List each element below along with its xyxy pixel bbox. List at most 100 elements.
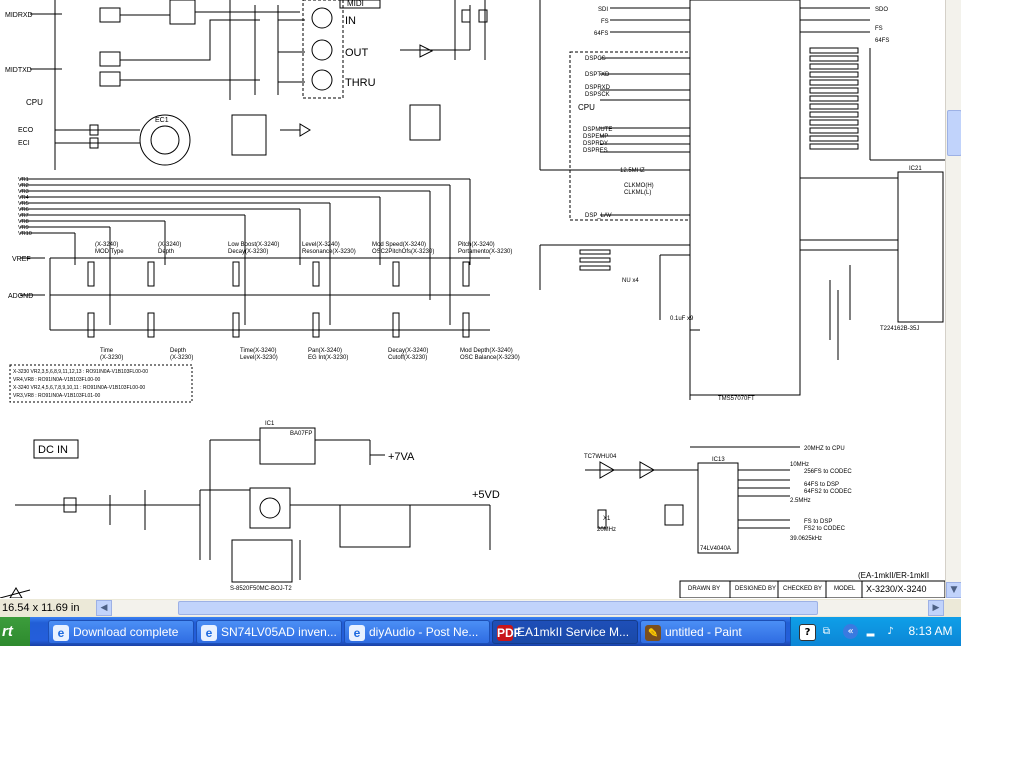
- label-64fs: 64FS: [594, 31, 608, 37]
- label-64fs-out: 64FS: [875, 38, 889, 44]
- schematic-drawing: MIDRXD MIDTXD IN OUT THRU MIDI CPU ECO E…: [0, 0, 945, 598]
- scroll-left-icon[interactable]: ◀: [96, 600, 112, 616]
- start-button[interactable]: rt: [0, 617, 30, 646]
- label-adgnd: ADGND: [8, 293, 33, 300]
- label-nu-x4: NU x4: [622, 278, 639, 284]
- label-ic13: IC13: [712, 457, 725, 463]
- label-25mhz: 2.5MHz: [790, 498, 811, 504]
- vr-bus-label: VR6: [18, 207, 29, 213]
- label-eco: ECO: [18, 127, 34, 134]
- vertical-scroll-thumb[interactable]: [947, 110, 962, 156]
- clock[interactable]: 8:13 AM: [908, 624, 953, 638]
- task-label: SN74LV05AD inven...: [221, 625, 337, 639]
- horizontal-scrollbar[interactable]: [112, 600, 928, 616]
- vr-bus-label: VR4: [18, 195, 29, 201]
- display-icon[interactable]: ⧉: [822, 626, 831, 637]
- ie-icon: e: [349, 624, 365, 641]
- label-dsprdy: DSPRDY: [583, 141, 608, 147]
- label-ic13-part: 74LV4040A: [700, 546, 731, 552]
- label-to-dsp2: FS to DSP: [804, 519, 832, 525]
- label-dspemp: DSPEMP: [583, 134, 608, 140]
- task-ea1mkii-service[interactable]: PDFEA1mkII Service M...: [492, 620, 638, 644]
- schematic-canvas[interactable]: MIDRXD MIDTXD IN OUT THRU MIDI CPU ECO E…: [0, 0, 945, 598]
- label-x1: X1: [603, 516, 611, 522]
- pot-bottom-title: Mod Depth(X-3240): [460, 348, 513, 354]
- label-sdo: SDO: [875, 7, 888, 13]
- potentiometer-notes: X-3230 VR2,3,5,6,8,9,11,12,13 : RO91IN0A…: [13, 369, 148, 399]
- task-label: diyAudio - Post Ne...: [369, 625, 479, 639]
- vertical-scrollbar[interactable]: ▼: [945, 0, 962, 598]
- chevron-left-icon[interactable]: «: [843, 624, 858, 639]
- label-vref: VREF: [12, 256, 31, 263]
- label-title-corner: (EA-1mkII/ER-1mkII: [858, 571, 929, 580]
- title-checked-by: CHECKED BY: [783, 586, 822, 592]
- label-to-dsp1: 64FS to DSP: [804, 482, 839, 488]
- label-dspres: DSPRES: [583, 148, 608, 154]
- label-dspcs: DSPCS: [585, 56, 606, 62]
- pot-title: Pitch(X-3240): [458, 242, 495, 248]
- label-tc7: TC7WHU04: [584, 454, 617, 460]
- horizontal-scroll-thumb[interactable]: [178, 601, 818, 615]
- task-untitled-paint[interactable]: ✎untitled - Paint: [640, 620, 786, 644]
- title-model-value: X-3230/X-3240: [866, 584, 927, 594]
- vr-bus-label: VR9: [18, 225, 29, 231]
- help-icon[interactable]: ?: [799, 624, 816, 641]
- label-midrxd: MIDRXD: [5, 12, 33, 19]
- task-label: Download complete: [73, 625, 179, 639]
- label-to-cpu: 20MHZ to CPU: [804, 446, 845, 452]
- title-model: MODEL: [834, 586, 856, 592]
- label-to-codec2: 64FS2 to CODEC: [804, 489, 852, 495]
- signal-icon[interactable]: ▂: [866, 626, 875, 637]
- label-fs: FS: [601, 19, 609, 25]
- pot-bottom-title: Time(X-3240): [240, 348, 276, 354]
- label-clkml: CLKML(L): [624, 190, 651, 196]
- page-dimensions: 16.54 x 11.69 in: [2, 602, 80, 614]
- pot-bottom-title: Decay(X-3240): [388, 348, 428, 354]
- scroll-right-icon[interactable]: ▶: [928, 600, 944, 616]
- label-dc-in: DC IN: [38, 444, 68, 456]
- volume-icon[interactable]: ♪: [887, 626, 894, 637]
- label-cpu-right: CPU: [578, 103, 595, 112]
- title-drawn-by: DRAWN BY: [688, 586, 720, 592]
- label-out: OUT: [345, 47, 369, 59]
- label-midi: MIDI: [347, 0, 364, 8]
- pot-title: (X-3240): [95, 242, 118, 248]
- label-in: IN: [345, 15, 356, 27]
- task-download-complete[interactable]: e Download complete: [48, 620, 194, 644]
- pot-subtitle: OSC2PitchOfs(X-3230): [372, 249, 434, 255]
- vr-bus-label: VR8: [18, 219, 29, 225]
- ie-icon: e: [53, 624, 69, 641]
- pot-subtitle: Resonance(X-3230): [302, 249, 356, 255]
- label-t224: T224162B-35J: [880, 326, 919, 332]
- pot-bottom-subtitle: (X-3230): [170, 355, 193, 361]
- label-tms: TMS57070FT: [718, 396, 755, 402]
- label-dsp-lav: DSP_LAV: [585, 213, 612, 219]
- vr-bus-label: VR10: [18, 231, 32, 237]
- pdf-icon: PDF: [497, 624, 521, 641]
- pot-bottom-subtitle: OSC Balance(X-3230): [460, 355, 520, 361]
- label-10mhz: 10MHz: [790, 462, 809, 468]
- scroll-down-icon[interactable]: ▼: [946, 582, 962, 598]
- pot-subtitle: MOD Type: [95, 249, 124, 255]
- pot-bottom-labels: Time(X-3230)Depth(X-3230)Time(X-3240)Lev…: [100, 348, 520, 361]
- vr-bus-label: VR1: [18, 177, 29, 183]
- label-ic1: IC1: [265, 421, 275, 427]
- label-20mhz: 20MHz: [597, 527, 616, 533]
- label-dspsck: DSPSCK: [585, 92, 610, 98]
- pot-bottom-title: Depth: [170, 348, 186, 354]
- pot-bottom-subtitle: Level(X-3230): [240, 355, 278, 361]
- label-thru: THRU: [345, 77, 376, 89]
- label-eci: ECI: [18, 140, 30, 147]
- vr-bus-label: VR2: [18, 183, 29, 189]
- label-midtxd: MIDTXD: [5, 67, 32, 74]
- vr-bus-label: VR3: [18, 189, 29, 195]
- label-dsprxd: DSPRXD: [585, 85, 611, 91]
- vr-bus-label: VR5: [18, 201, 29, 207]
- label-5vd: +5VD: [472, 489, 500, 501]
- label-cpu-left: CPU: [26, 98, 43, 107]
- task-diyaudio[interactable]: e diyAudio - Post Ne...: [344, 620, 490, 644]
